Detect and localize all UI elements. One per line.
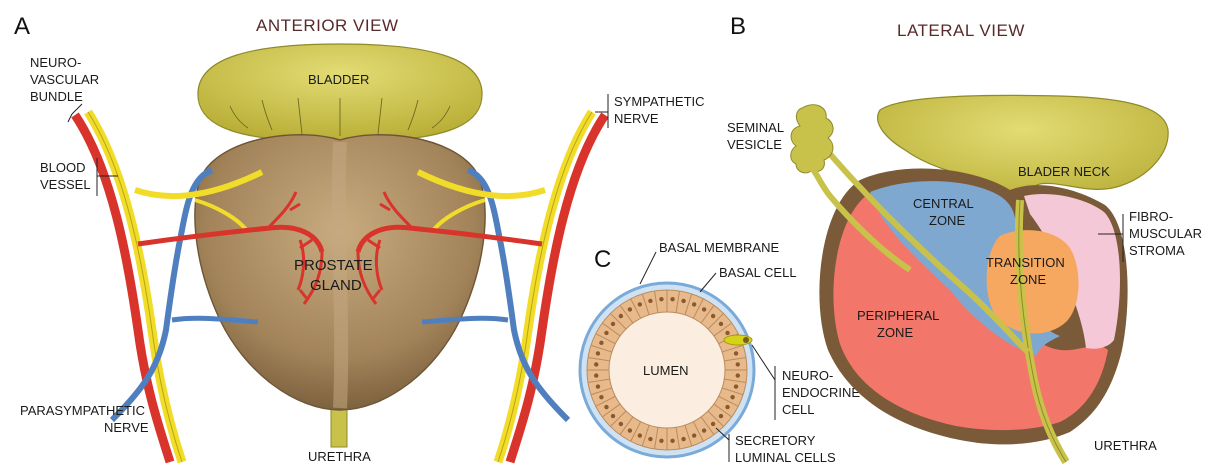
label-neurovascular-1: NEURO- [30, 55, 81, 70]
cell-nucleus [604, 331, 608, 335]
label-seminal-2: VESICLE [727, 137, 782, 152]
cell-nucleus [611, 322, 615, 326]
label-fibro-2: MUSCULAR [1129, 226, 1202, 241]
panel-b-letter: B [730, 13, 746, 40]
label-basal-membrane: BASAL MEMBRANE [659, 240, 779, 255]
cell-nucleus [638, 433, 642, 437]
cell-nucleus [611, 414, 615, 418]
panel-a-letter: A [14, 13, 30, 40]
label-bladder: BLADDER [308, 72, 369, 87]
label-neurovascular-3: BUNDLE [30, 89, 83, 104]
label-central-1: CENTRAL [913, 196, 974, 211]
cell-nucleus [719, 414, 723, 418]
cell-nucleus [596, 384, 600, 388]
cell-nucleus [596, 351, 600, 355]
cell-nucleus [711, 422, 715, 426]
label-basal-cell: BASAL CELL [719, 265, 797, 280]
label-central-2: ZONE [929, 213, 965, 228]
label-urethra-a: URETHRA [308, 449, 371, 464]
cell-nucleus [736, 362, 740, 366]
cell-nucleus [594, 373, 598, 377]
cell-nucleus [681, 299, 685, 303]
cell-nucleus [659, 439, 663, 443]
cell-nucleus [594, 362, 598, 366]
cell-nucleus [619, 422, 623, 426]
cell-nucleus [670, 439, 674, 443]
cell-nucleus [702, 307, 706, 311]
right-vein-branch [422, 318, 508, 322]
seminal-vesicle [791, 105, 833, 173]
label-fibro-1: FIBRO- [1129, 209, 1173, 224]
cell-nucleus [599, 341, 603, 345]
cell-nucleus [659, 297, 663, 301]
label-bladder-neck: BLADER NECK [1018, 164, 1110, 179]
leader-basal-cell [700, 273, 716, 292]
left-vein-branch [172, 318, 258, 322]
cell-nucleus [648, 299, 652, 303]
cell-nucleus [628, 307, 632, 311]
cell-nucleus [619, 314, 623, 318]
cell-nucleus [725, 405, 729, 409]
label-seminal-1: SEMINAL [727, 120, 784, 135]
cell-nucleus [730, 395, 734, 399]
label-blood-vessel-1: BLOOD [40, 160, 86, 175]
cell-nucleus [725, 331, 729, 335]
label-sympathetic-2: NERVE [614, 111, 659, 126]
label-prostate-2: GLAND [310, 277, 362, 294]
cell-nucleus [736, 373, 740, 377]
label-blood-vessel-2: VESSEL [40, 177, 91, 192]
neuroendocrine-cell [724, 335, 752, 345]
label-peripheral-2: ZONE [877, 325, 913, 340]
leader-basal-membrane [640, 252, 656, 284]
panel-c: C BASAL MEMBRANE BASAL CELL LUMEN NEURO-… [580, 240, 860, 465]
cell-nucleus [628, 428, 632, 432]
label-neuro-2: ENDOCRINE [782, 385, 860, 400]
panel-c-letter: C [594, 246, 611, 273]
label-neurovascular-2: VASCULAR [30, 72, 99, 87]
label-neuro-1: NEURO- [782, 368, 833, 383]
cell-nucleus [734, 351, 738, 355]
cell-nucleus [604, 405, 608, 409]
cell-nucleus [692, 302, 696, 306]
cell-nucleus [681, 437, 685, 441]
label-sympathetic-1: SYMPATHETIC [614, 94, 705, 109]
cell-nucleus [702, 428, 706, 432]
label-secretory-2: LUMINAL CELLS [735, 450, 836, 465]
label-prostate-1: PROSTATE [294, 257, 373, 274]
label-parasympathetic-2: NERVE [104, 420, 149, 435]
label-fibro-3: STROMA [1129, 243, 1185, 258]
leader-neuro [752, 345, 775, 420]
label-transition-1: TRANSITION [986, 255, 1065, 270]
cell-nucleus [670, 297, 674, 301]
label-parasympathetic-1: PARASYMPATHETIC [20, 403, 145, 418]
cell-nucleus [734, 384, 738, 388]
cell-nucleus [711, 314, 715, 318]
cell-nucleus [638, 302, 642, 306]
label-secretory-1: SECRETORY [735, 433, 816, 448]
label-urethra-b: URETHRA [1094, 438, 1157, 453]
label-neuro-3: CELL [782, 402, 815, 417]
cell-nucleus [648, 437, 652, 441]
label-lumen: LUMEN [643, 363, 689, 378]
label-peripheral-1: PERIPHERAL [857, 308, 939, 323]
cell-nucleus [719, 322, 723, 326]
panel-b-title: LATERAL VIEW [897, 21, 1025, 40]
prostate-median-groove [339, 142, 341, 408]
panel-a-title: ANTERIOR VIEW [256, 16, 399, 35]
cell-nucleus [599, 395, 603, 399]
label-transition-2: ZONE [1010, 272, 1046, 287]
cell-nucleus [692, 433, 696, 437]
